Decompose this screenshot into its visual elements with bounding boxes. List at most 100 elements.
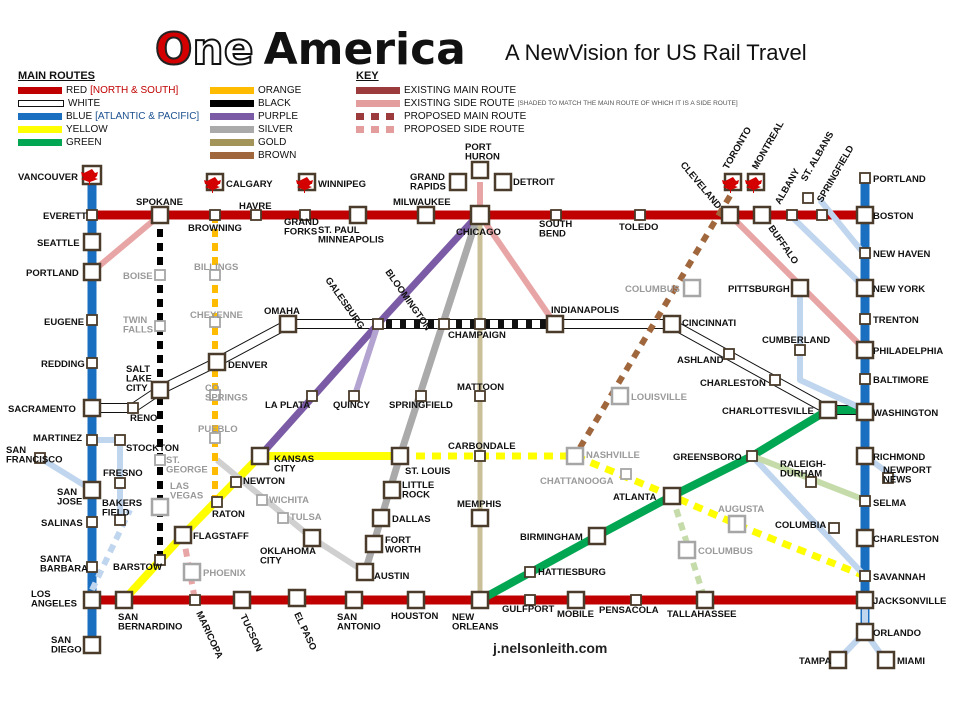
station-chicago[interactable]	[469, 204, 491, 226]
station-trenton[interactable]	[859, 313, 871, 325]
station-fresno[interactable]	[114, 477, 126, 489]
station-vancouver[interactable]	[81, 164, 103, 186]
station-pittsburgh[interactable]	[790, 278, 810, 298]
station-raleigh-durham[interactable]	[805, 476, 817, 488]
station-san-bernardino[interactable]	[114, 590, 134, 610]
station-winnipeg[interactable]	[296, 172, 317, 193]
station-spokane[interactable]	[150, 205, 170, 225]
station-selma[interactable]	[859, 495, 871, 507]
station-seattle[interactable]	[82, 232, 102, 252]
station-bakers-field[interactable]	[114, 514, 126, 526]
station-ashland[interactable]	[723, 348, 735, 360]
station-savannah[interactable]	[859, 570, 871, 582]
station-richmond[interactable]	[855, 446, 875, 466]
station-miami[interactable]	[876, 650, 896, 670]
station-phoenix[interactable]	[182, 562, 202, 582]
station-browning[interactable]	[209, 209, 221, 221]
station-el-paso[interactable]	[287, 588, 307, 608]
station-denver[interactable]	[207, 352, 227, 372]
station-oklahoma-city[interactable]	[302, 528, 322, 548]
station-tampa[interactable]	[828, 650, 848, 670]
station-las-vegas[interactable]	[150, 497, 170, 517]
station-jacksonville[interactable]	[855, 590, 875, 610]
station-bloomington[interactable]	[438, 318, 450, 330]
station-twin-falls[interactable]	[154, 320, 166, 332]
station-redding[interactable]	[86, 357, 98, 369]
station-cleveland[interactable]	[720, 205, 740, 225]
station-reno[interactable]	[127, 402, 139, 414]
station-portland[interactable]	[859, 172, 871, 184]
station-toronto[interactable]	[722, 172, 743, 193]
station-st-george[interactable]	[154, 454, 166, 466]
station-st-louis[interactable]	[390, 446, 410, 466]
station-barstow[interactable]	[154, 554, 166, 566]
station-everett[interactable]	[86, 209, 98, 221]
station-milwaukee[interactable]	[416, 205, 436, 225]
station-new-york[interactable]	[855, 278, 875, 298]
station-tallahassee[interactable]	[695, 590, 715, 610]
station-los-angeles[interactable]	[82, 590, 102, 610]
station-houston[interactable]	[406, 590, 426, 610]
station-boston[interactable]	[855, 205, 875, 225]
station-greensboro[interactable]	[746, 450, 758, 462]
station-salinas[interactable]	[86, 516, 98, 528]
station-birmingham[interactable]	[587, 526, 607, 546]
station-indianapolis[interactable]	[545, 314, 565, 334]
station-st-paul-minneapolis[interactable]	[348, 205, 368, 225]
station-co-springs[interactable]	[209, 389, 221, 401]
station-boise[interactable]	[154, 269, 166, 281]
station-atlanta[interactable]	[662, 486, 682, 506]
station-raton[interactable]	[211, 496, 223, 508]
station-tulsa[interactable]	[277, 512, 289, 524]
station-nashville[interactable]	[565, 446, 585, 466]
station-albany[interactable]	[786, 209, 798, 221]
station-stockton[interactable]	[114, 434, 126, 446]
station-charlottesville[interactable]	[818, 400, 838, 420]
station-san-antonio[interactable]	[344, 590, 364, 610]
station-springfield[interactable]	[415, 390, 427, 402]
station-memphis[interactable]	[470, 508, 490, 528]
station-mattoon[interactable]	[474, 390, 486, 402]
station-tucson[interactable]	[232, 590, 252, 610]
station-austin[interactable]	[355, 562, 375, 582]
station-grand-forks[interactable]	[299, 209, 311, 221]
station-columbus[interactable]	[682, 278, 702, 298]
station-maricopa[interactable]	[189, 594, 201, 606]
station-springfield[interactable]	[816, 209, 828, 221]
station-mobile[interactable]	[566, 590, 586, 610]
station-sacramento[interactable]	[82, 398, 102, 418]
station-charleston[interactable]	[855, 528, 875, 548]
station-south-bend[interactable]	[550, 209, 562, 221]
station-charleston[interactable]	[769, 374, 781, 386]
station-newton[interactable]	[230, 476, 242, 488]
station-chattanooga[interactable]	[620, 468, 632, 480]
station-portland[interactable]	[82, 262, 102, 282]
station-calgary[interactable]	[204, 172, 225, 193]
station-san-jose[interactable]	[82, 480, 102, 500]
station-billings[interactable]	[209, 269, 221, 281]
station-la-plata[interactable]	[306, 390, 318, 402]
station-dallas[interactable]	[371, 508, 391, 528]
station-fort-worth[interactable]	[364, 534, 384, 554]
station-omaha[interactable]	[278, 314, 298, 334]
station-san-diego[interactable]	[82, 635, 102, 655]
station-san-francisco[interactable]	[34, 452, 46, 464]
station-martinez[interactable]	[86, 434, 98, 446]
station-grand-rapids[interactable]	[448, 172, 468, 192]
station-pueblo[interactable]	[209, 432, 221, 444]
station-salt-lake-city[interactable]	[150, 380, 170, 400]
station-detroit[interactable]	[493, 172, 513, 192]
station-montreal[interactable]	[745, 172, 766, 193]
station-cincinnati[interactable]	[662, 314, 682, 334]
station-eugene[interactable]	[86, 314, 98, 326]
station-pensacola[interactable]	[630, 594, 642, 606]
station-toledo[interactable]	[634, 209, 646, 221]
station-gulfport[interactable]	[524, 594, 536, 606]
station-wichita[interactable]	[256, 494, 268, 506]
station-quincy[interactable]	[348, 390, 360, 402]
station-newport-news[interactable]	[882, 472, 894, 484]
station-washington[interactable]	[855, 402, 875, 422]
station-cumberland[interactable]	[794, 344, 806, 356]
station-galesburg[interactable]	[372, 318, 384, 330]
station-baltimore[interactable]	[859, 373, 871, 385]
